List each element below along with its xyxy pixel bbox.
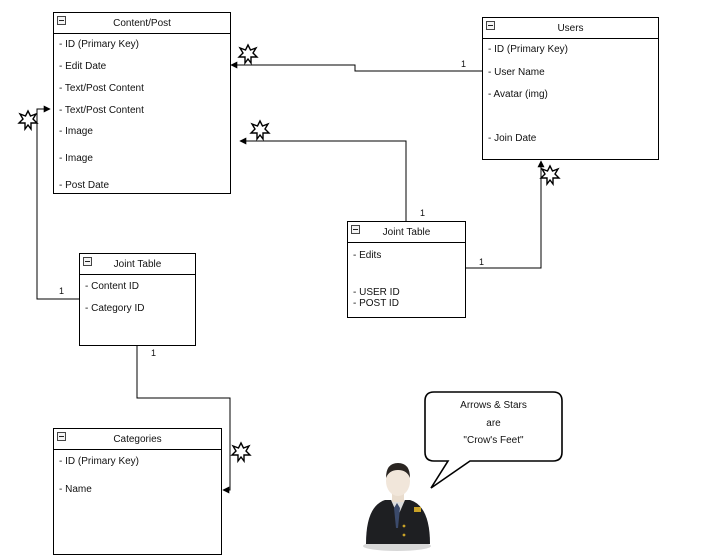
minus-box-icon[interactable] [57, 432, 66, 441]
star-burst-icon [249, 119, 271, 142]
entity-field: - Edits [353, 250, 382, 261]
entity-title: Categories [113, 433, 162, 445]
person-avatar-icon [363, 463, 431, 551]
cardinality-label: 1 [151, 348, 157, 358]
minus-box-icon[interactable] [351, 225, 360, 234]
entity-field: - Text/Post Content [59, 105, 144, 116]
star-burst-icon [230, 441, 252, 464]
entity-header: Users [483, 18, 658, 39]
cardinality-label: 1 [59, 286, 65, 296]
entity-field: - Avatar (img) [488, 89, 548, 100]
minus-box-icon[interactable] [486, 21, 495, 30]
entity-field: - ID (Primary Key) [59, 456, 139, 467]
star-burst-icon [17, 109, 39, 132]
entity-field: - User Name [488, 67, 545, 78]
callout-line: Arrows & Stars [460, 400, 527, 411]
entity-title: Joint Table [113, 258, 162, 270]
entity-categories[interactable]: Categories - ID (Primary Key) - Name [53, 428, 222, 555]
entity-users[interactable]: Users - ID (Primary Key) - User Name - A… [482, 17, 659, 160]
entity-joint-table-user-post[interactable]: Joint Table - Edits - USER ID - POST ID [347, 221, 466, 318]
star-burst-icon [539, 164, 561, 187]
callout-line: "Crow's Feet" [463, 435, 524, 446]
cardinality-label: 1 [461, 59, 467, 69]
entity-title: Joint Table [382, 226, 431, 238]
connector-jointright-users [465, 160, 545, 269]
entity-field: - Edit Date [59, 61, 107, 72]
connector-users-content [230, 61, 482, 72]
entity-field: - ID (Primary Key) [59, 39, 139, 50]
entity-field: - Post Date [59, 180, 110, 191]
callout-line: are [486, 418, 501, 429]
entity-header: Categories [54, 429, 221, 450]
entity-joint-table-content-category[interactable]: Joint Table - Content ID - Category ID [79, 253, 196, 346]
entity-field: - Image [59, 126, 93, 137]
connector-jointleft-categories [136, 346, 231, 494]
entity-field: - Content ID [85, 281, 139, 292]
minus-box-icon[interactable] [83, 257, 92, 266]
entity-content-post[interactable]: Content/Post - ID (Primary Key) - Edit D… [53, 12, 231, 194]
minus-box-icon[interactable] [57, 16, 66, 25]
entity-field: - ID (Primary Key) [488, 44, 568, 55]
entity-field: - Join Date [488, 133, 537, 144]
entity-header: Joint Table [348, 222, 465, 243]
entity-field: - Category ID [85, 303, 145, 314]
entity-header: Joint Table [80, 254, 195, 275]
entity-field: - USER ID [353, 287, 400, 298]
entity-field: - Name [59, 484, 92, 495]
entity-field: - POST ID [353, 298, 399, 309]
connector-jointleft-content [36, 105, 79, 300]
cardinality-label: 1 [420, 208, 426, 218]
entity-field: - Text/Post Content [59, 83, 144, 94]
star-burst-icon [237, 43, 259, 66]
cardinality-label: 1 [479, 257, 485, 267]
entity-title: Content/Post [113, 17, 171, 29]
connector-jointright-content [239, 137, 407, 221]
entity-header: Content/Post [54, 13, 230, 34]
speech-bubble [424, 391, 563, 489]
entity-field: - Image [59, 153, 93, 164]
entity-title: Users [557, 22, 584, 34]
